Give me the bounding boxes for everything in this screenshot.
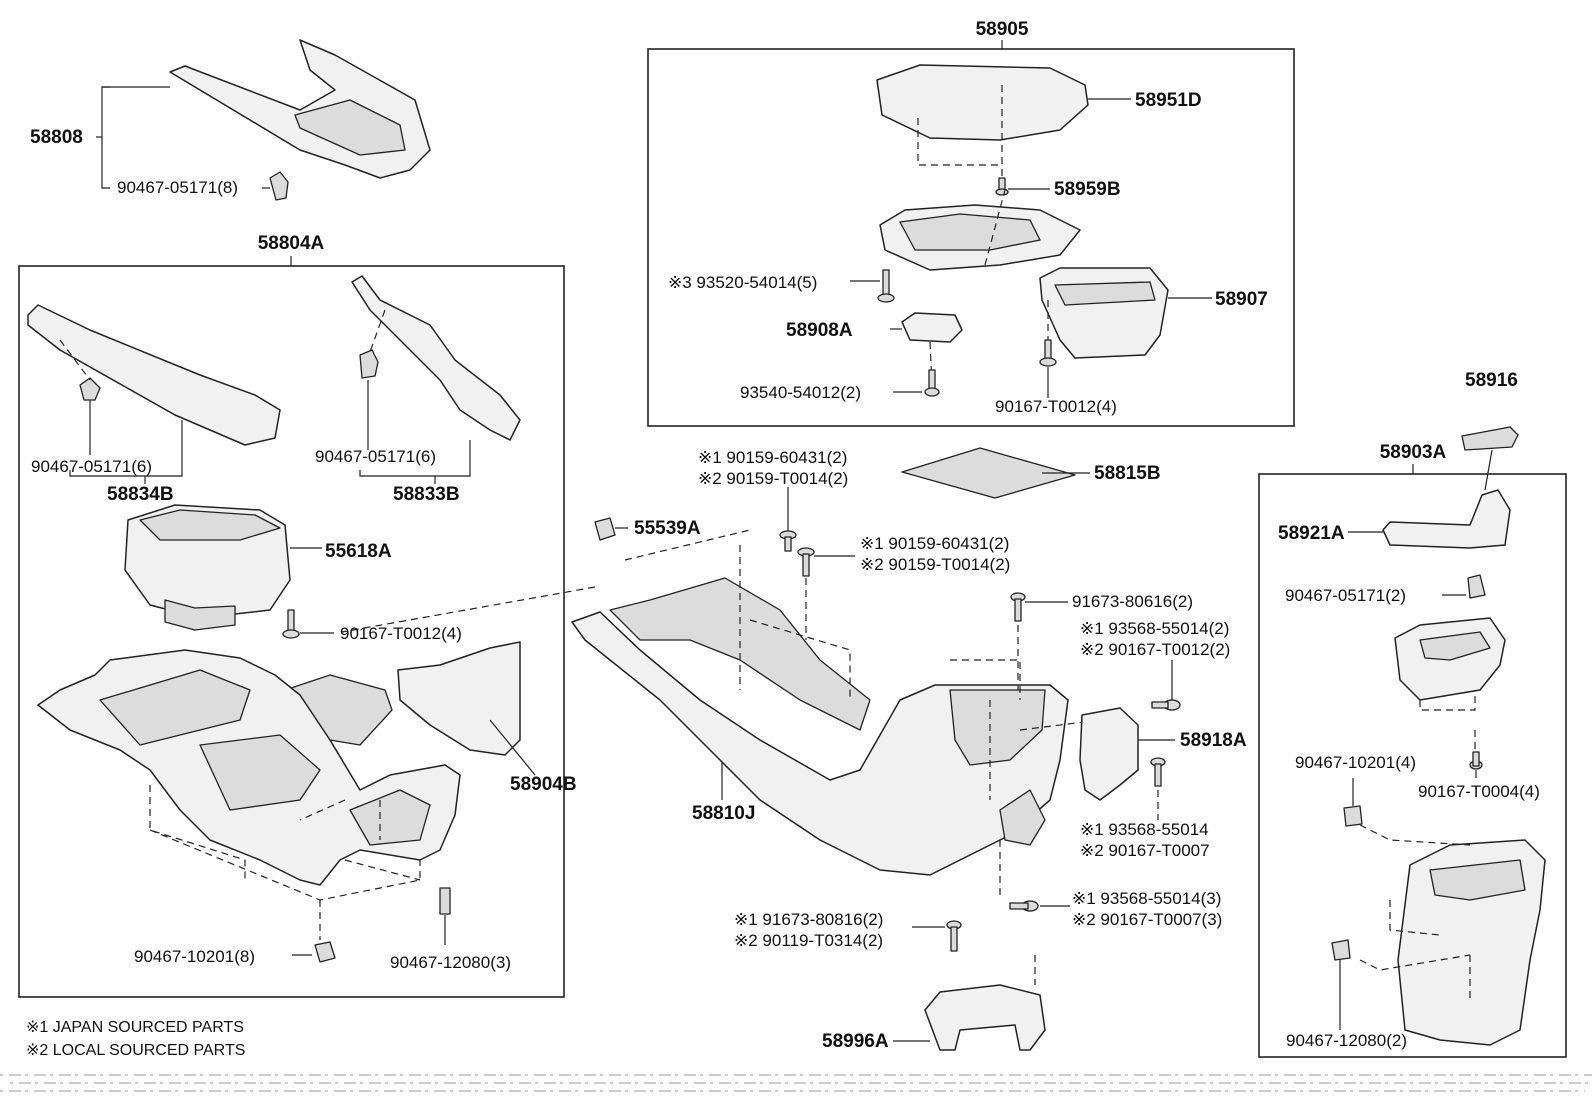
label-58834B: 58834B: [107, 484, 174, 505]
label-90167-T0007: ※2 90167-T0007: [1080, 841, 1210, 860]
screw-90167-T0004: [1469, 751, 1483, 770]
label-90159-60431-2b: ※1 90159-60431(2): [860, 534, 1009, 553]
part-58904B: [284, 641, 521, 756]
label-58905: 58905: [976, 19, 1029, 40]
label-93568-55014-2: ※1 93568-55014(2): [1080, 619, 1229, 638]
label-91673-80816: ※1 91673-80816(2): [734, 910, 883, 929]
label-90467-05171-2: 90467-05171(2): [1285, 586, 1406, 605]
clip-90467-05171-2: [1467, 574, 1486, 599]
label-90167-T0007-3: ※2 90167-T0007(3): [1072, 910, 1222, 929]
label-58908A: 58908A: [786, 320, 853, 341]
part-58908A: [901, 312, 963, 343]
label-90167-T0004-4: 90167-T0004(4): [1418, 782, 1540, 801]
label-58907: 58907: [1215, 289, 1268, 310]
label-58808: 58808: [30, 127, 83, 148]
part-58810J: [571, 577, 1069, 876]
part-58834B: [27, 304, 281, 446]
legend-local-sourced: ※2 LOCAL SOURCED PARTS: [26, 1042, 245, 1059]
screw-90167-T0012-left: [282, 609, 300, 639]
label-90159-T0014-2b: ※2 90159-T0014(2): [860, 555, 1010, 574]
part-lower-console-left: [37, 649, 461, 915]
screw-93568-c: [1009, 900, 1039, 912]
label-58804A: 58804A: [258, 233, 325, 254]
legend-japan-sourced: ※1 JAPAN SOURCED PARTS: [26, 1019, 244, 1036]
part-cup-tray-right: [1394, 617, 1506, 701]
part-58996A: [924, 984, 1046, 1051]
screw-93568-a: [1151, 699, 1181, 711]
screw-90159-b: [797, 547, 815, 577]
label-55539A: 55539A: [634, 518, 701, 539]
clip-90467-10201: [314, 941, 336, 963]
label-91673-80616: 91673-80616(2): [1072, 592, 1193, 611]
label-90467-12080-2: 90467-12080(2): [1286, 1031, 1407, 1050]
screw-91673-80816: [946, 920, 962, 952]
label-90167-T0012-4a: 90167-T0012(4): [995, 397, 1117, 416]
label-58916: 58916: [1465, 370, 1518, 391]
part-58808: [169, 39, 431, 201]
label-90467-10201-8: 90467-10201(8): [134, 947, 255, 966]
label-90467-12080-3: 90467-12080(3): [390, 953, 511, 972]
part-58921A: [1382, 489, 1511, 549]
label-90167-T0012-2: ※2 90167-T0012(2): [1080, 640, 1230, 659]
screw-91673-80616: [1010, 592, 1026, 622]
screw-93520: [877, 269, 895, 303]
label-90467-10201-4: 90467-10201(4): [1295, 753, 1416, 772]
label-93520-54014: ※3 93520-54014(5): [668, 273, 817, 292]
scan-noise: [0, 1074, 1592, 1092]
screw-90159-a: [779, 530, 797, 552]
part-58918A: [1079, 707, 1139, 801]
screw-93540: [924, 369, 940, 397]
label-58996A: 58996A: [822, 1031, 889, 1052]
part-58815B: [901, 447, 1076, 499]
label-58921A: 58921A: [1278, 523, 1345, 544]
label-93568-55014: ※1 93568-55014: [1080, 820, 1209, 839]
part-58951D: [876, 64, 1089, 141]
label-93568-55014-3: ※1 93568-55014(3): [1072, 889, 1221, 908]
label-55618A: 55618A: [325, 541, 392, 562]
label-58951D: 58951D: [1135, 90, 1202, 111]
label-90467-05171-8: 90467-05171(8): [117, 178, 238, 197]
part-58907: [1039, 267, 1169, 359]
screw-58959B: [995, 177, 1009, 196]
label-58959B: 58959B: [1054, 179, 1121, 200]
part-55618A: [124, 504, 291, 631]
screw-90167-T0012-box: [1039, 339, 1057, 367]
screw-93568-b: [1150, 757, 1166, 787]
clip-90467-12080-2: [1331, 939, 1351, 961]
label-90159-60431-2a: ※1 90159-60431(2): [698, 448, 847, 467]
label-58833B: 58833B: [393, 484, 460, 505]
label-58904B: 58904B: [510, 774, 577, 795]
part-armrest-base: [879, 204, 1081, 271]
part-58916: [1461, 426, 1519, 451]
label-90159-T0014-2a: ※2 90159-T0014(2): [698, 469, 848, 488]
label-90467-05171-6b: 90467-05171(6): [315, 447, 436, 466]
part-58833B: [351, 275, 521, 441]
label-58918A: 58918A: [1180, 730, 1247, 751]
label-58810J: 58810J: [692, 803, 755, 824]
part-rear-panel-right: [1397, 839, 1546, 1046]
box-58905: [647, 48, 1295, 427]
clip-90467-10201-4: [1343, 805, 1363, 827]
label-90119-T0314: ※2 90119-T0314(2): [734, 931, 883, 950]
label-90467-05171-6a: 90467-05171(6): [31, 457, 152, 476]
part-55539A: [594, 517, 616, 541]
label-58815B: 58815B: [1094, 463, 1161, 484]
label-58903A: 58903A: [1380, 442, 1447, 463]
label-90167-T0012-4b: 90167-T0012(4): [340, 624, 462, 643]
label-93540-54012: 93540-54012(2): [740, 383, 861, 402]
